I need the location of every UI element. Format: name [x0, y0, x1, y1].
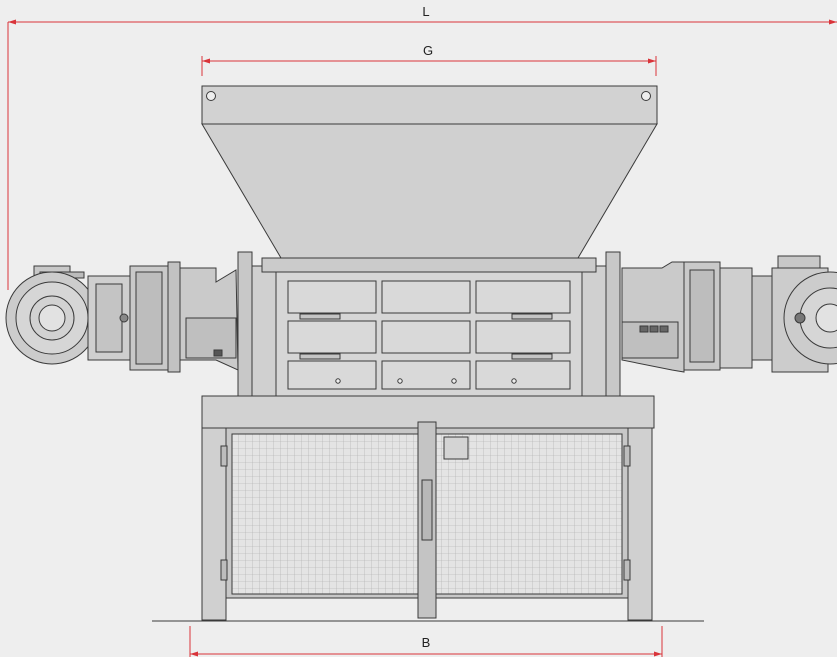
dimension-g: G: [201, 43, 657, 76]
dimension-g-label: G: [423, 43, 433, 58]
dimension-l-label: L: [422, 4, 429, 19]
left-drive-unit: [5, 261, 239, 373]
dimension-l: L: [7, 4, 837, 290]
dimension-b-label: B: [422, 635, 431, 650]
right-drive-unit: [621, 255, 837, 373]
safety-mesh-doors: [220, 421, 631, 619]
cutting-chamber: [237, 251, 621, 397]
dimension-b: B: [189, 626, 663, 657]
hopper: [201, 85, 658, 259]
